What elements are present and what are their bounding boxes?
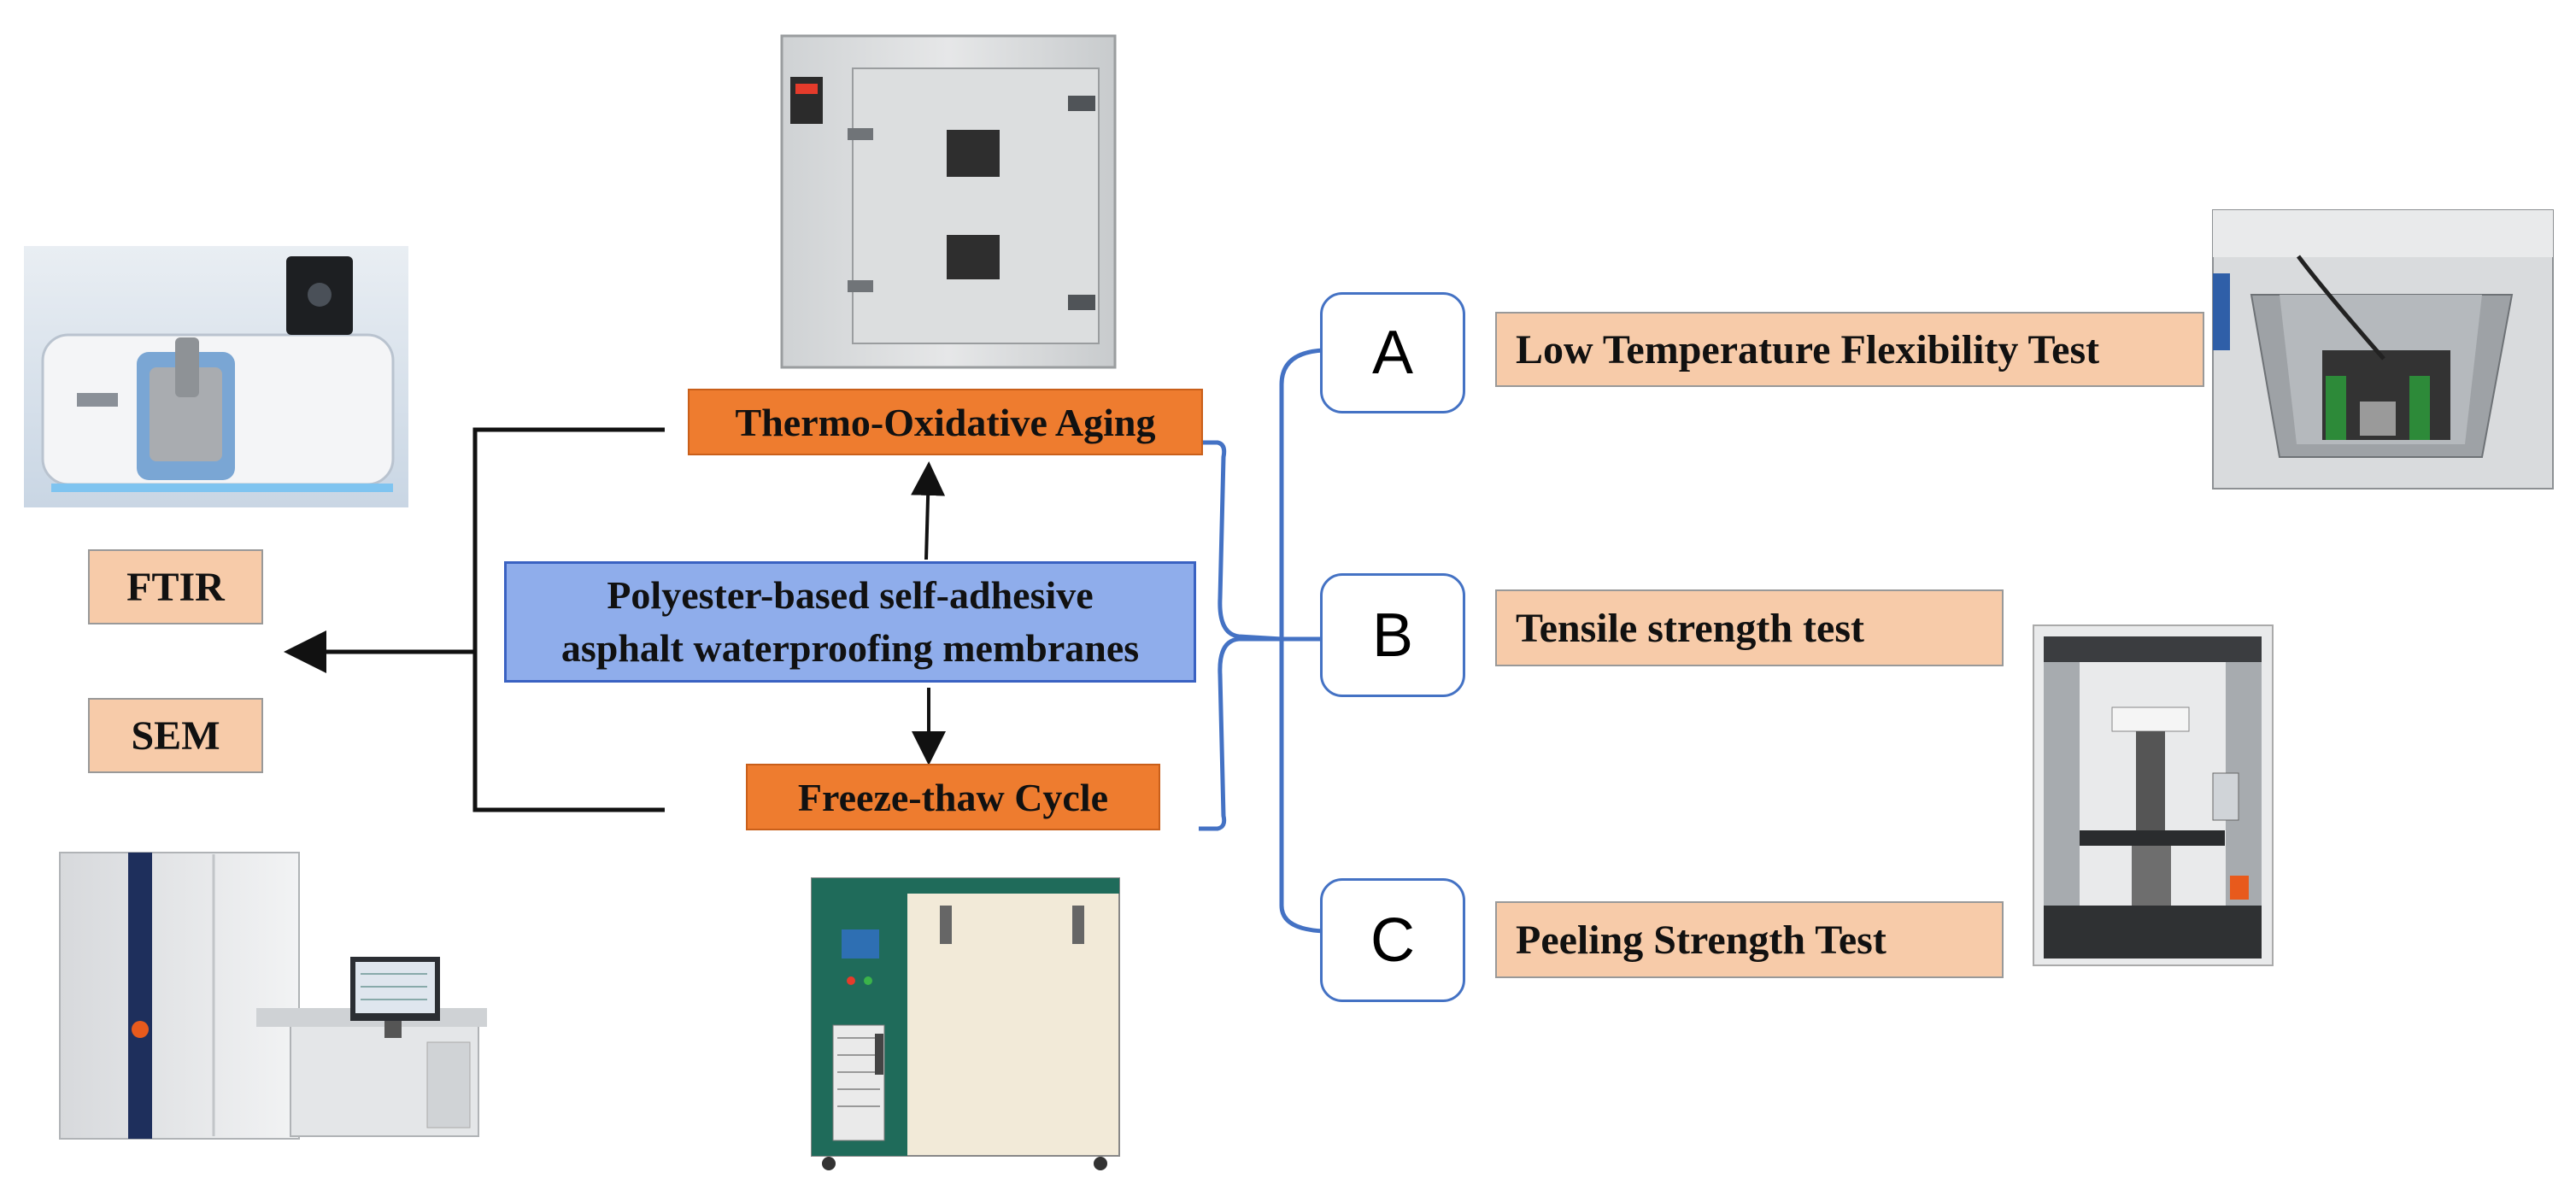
membrane-label-line2: asphalt waterproofing membranes [560, 626, 1140, 670]
sem-label: SEM [131, 712, 220, 759]
test-label-a: Low Temperature Flexibility Test [1495, 312, 2204, 387]
sem-microscope-photo [59, 852, 487, 1140]
ftir-spectrometer-photo [24, 246, 408, 507]
thermo-oxidative-aging-box: Thermo-Oxidative Aging [688, 389, 1203, 455]
test-letter-a-text: A [1371, 319, 1414, 387]
right-bracket-connector [1199, 348, 1325, 934]
aging-oven-photo [780, 34, 1117, 369]
test-letter-c: C [1320, 878, 1465, 1002]
test-label-b: Tensile strength test [1495, 589, 2004, 666]
low-temperature-bath-photo [2212, 209, 2554, 490]
universal-testing-machine-photo [2033, 624, 2274, 966]
sem-box: SEM [88, 698, 263, 773]
freeze-thaw-box: Freeze-thaw Cycle [746, 764, 1160, 830]
center-arrows [911, 461, 946, 765]
test-label-b-text: Tensile strength test [1516, 605, 1864, 651]
ftir-label: FTIR [126, 564, 225, 610]
test-label-a-text: Low Temperature Flexibility Test [1516, 326, 2100, 372]
freeze-thaw-chamber-photo [811, 877, 1120, 1170]
test-letter-a: A [1320, 292, 1465, 413]
test-letter-b: B [1320, 573, 1465, 697]
membrane-center-box: Polyester-based self-adhesive asphalt wa… [504, 561, 1196, 683]
test-label-c-text: Peeling Strength Test [1516, 917, 1887, 963]
membrane-label-line1: Polyester-based self-adhesive [607, 573, 1094, 617]
test-letter-c-text: C [1370, 906, 1415, 975]
test-letter-b-text: B [1371, 601, 1414, 670]
ftir-box: FTIR [88, 549, 263, 624]
freeze-thaw-label: Freeze-thaw Cycle [797, 775, 1109, 819]
left-bracket-connector [284, 427, 665, 812]
thermo-oxidative-aging-label: Thermo-Oxidative Aging [735, 400, 1156, 444]
test-label-c: Peeling Strength Test [1495, 901, 2004, 978]
